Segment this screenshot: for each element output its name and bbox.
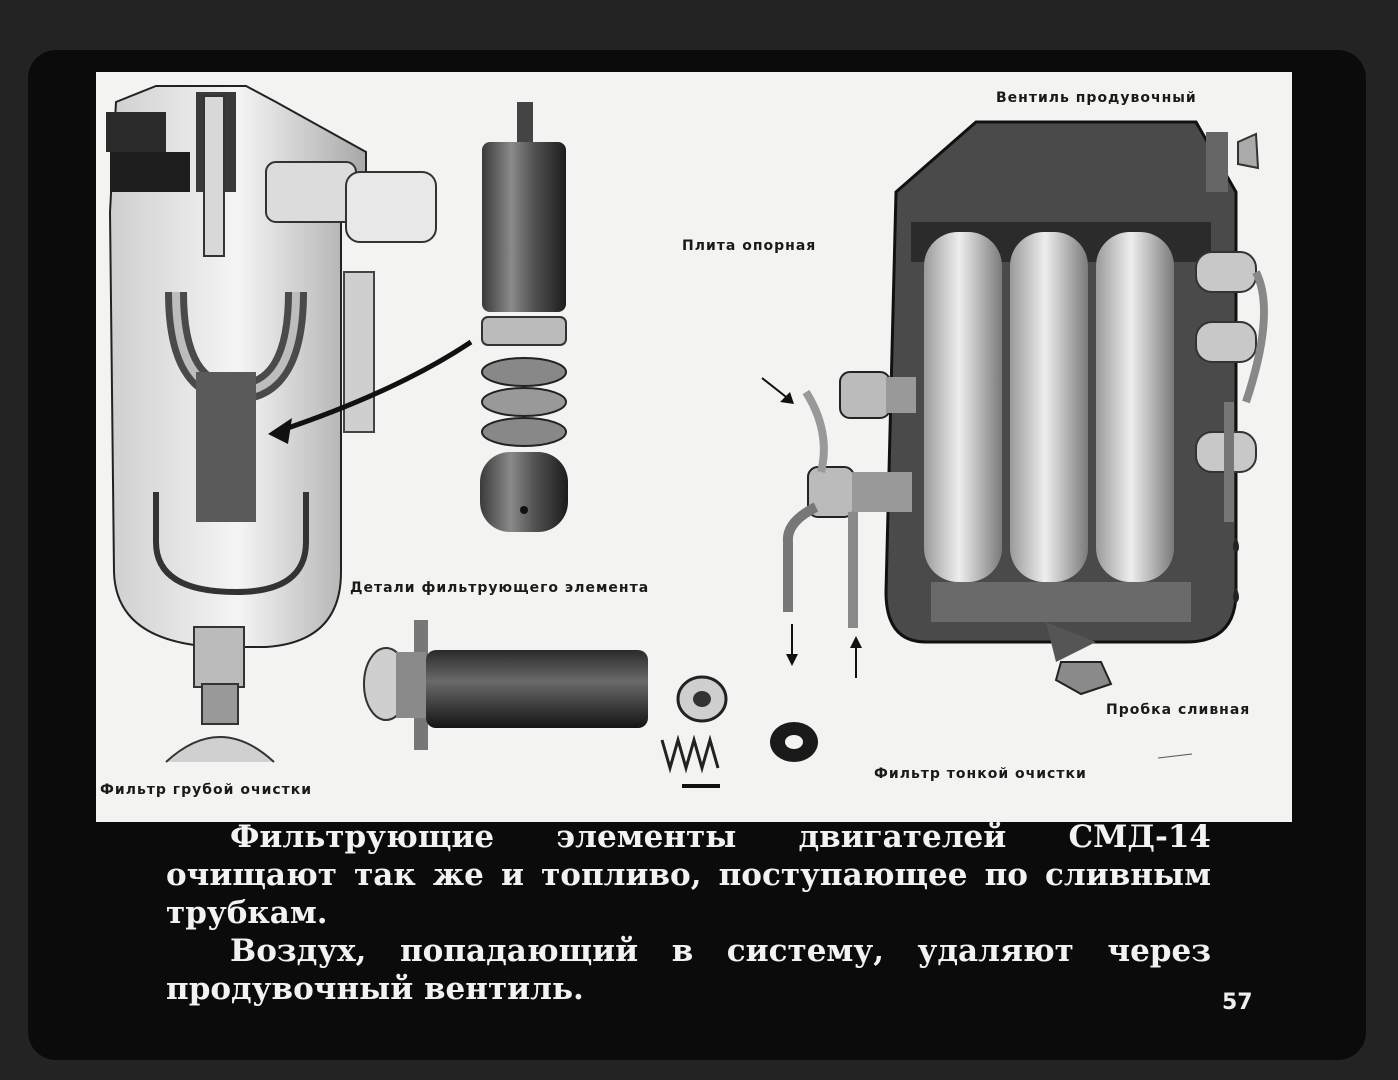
label-purge-valve: Вентиль продувочный (996, 90, 1197, 106)
slide-caption: Фильтрующие элементы двигателей СМД-14 о… (166, 818, 1211, 1008)
filter-illustration (106, 85, 1268, 788)
filter-element-drawing (480, 102, 568, 532)
caption-paragraph-2: Воздух, попадающий в систему, удаляют че… (166, 933, 1211, 1007)
element-parts-drawing (363, 620, 818, 788)
illustration-plate: Вентиль продувочный Плита опорная Детали… (96, 72, 1292, 822)
coarse-filter-drawing (106, 85, 437, 763)
label-element-details: Детали фильтрующего элемента (350, 580, 650, 596)
label-fine-filter: Фильтр тонкой очистки (874, 766, 1087, 782)
label-coarse-filter: Фильтр грубой очистки (96, 782, 317, 798)
page-number: 57 (1222, 990, 1253, 1015)
label-support-plate: Плита опорная (682, 238, 817, 254)
caption-paragraph-1: Фильтрующие элементы двигателей СМД-14 о… (166, 819, 1211, 931)
label-drain-plug: Пробка сливная (1106, 702, 1251, 718)
fine-filter-drawing (782, 120, 1268, 696)
